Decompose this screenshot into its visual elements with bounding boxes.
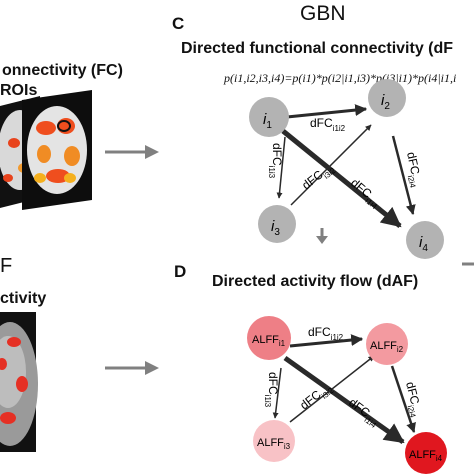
node-d-i1-label: ALFFi1 [252, 334, 286, 348]
node-c-i3 [258, 205, 296, 243]
panel-d-letter: D [174, 262, 187, 281]
node-c-i2-label: i2 [381, 92, 390, 112]
edge-c-i1-i2 [286, 104, 368, 119]
edge-d-i2-i4-label: dFCi2i4 [400, 380, 425, 419]
fc-brain-images [0, 90, 92, 210]
fc-heading-line1: onnectivity (FC) [2, 62, 123, 79]
node-d-i2 [366, 323, 408, 365]
node-d-i2-label: ALFFi2 [370, 340, 404, 354]
edge-d-i3-i2-label: dFCi3i2 [297, 379, 336, 414]
edge-c-i2-i4-label: dFCi2i4 [401, 151, 425, 189]
panel-c-letter: C [172, 14, 185, 33]
edge-d-i1-i4 [283, 355, 405, 445]
edge-d-i1-i3-label: dFCi1i3 [263, 372, 280, 408]
edge-c-i1-i3-label: dFCi1i3 [267, 143, 284, 179]
edge-c-i1-i2-label: dFCi1i2 [310, 116, 346, 133]
edge-d-i1-i3 [272, 367, 282, 419]
fc-heading-line2: ROIs [0, 82, 38, 99]
node-d-i3-label: ALFFi3 [257, 437, 291, 451]
panel-c-title: Directed functional connectivity (dF [181, 40, 454, 57]
edge-d-i1-i2 [289, 334, 364, 348]
node-d-i4-label: ALFFi4 [409, 449, 443, 463]
edge-c-i1-i4 [281, 129, 402, 228]
af-heading-letter: F [0, 255, 13, 277]
node-d-i1 [247, 316, 291, 360]
node-c-i2 [368, 79, 406, 117]
flow-arrow-down [316, 228, 328, 244]
node-c-i1 [249, 97, 289, 137]
edge-d-i2-i4 [390, 365, 416, 433]
node-c-i1-label: i1 [263, 111, 272, 131]
node-d-i3 [253, 420, 295, 462]
af-heading-line: ctivity [0, 290, 47, 307]
gbn-label: GBN [300, 2, 346, 25]
node-c-i4 [406, 221, 444, 259]
edge-c-i3-i2 [290, 124, 372, 206]
edge-c-i2-i4 [391, 135, 416, 215]
node-c-i3-label: i3 [271, 218, 280, 238]
panel-c-formula: p(i1,i2,i3,i4)=p(i1)*p(i2|i1,i3)*p(i3|i1… [224, 71, 457, 85]
arrow-left-to-d [105, 361, 159, 375]
arrow-left-to-c [105, 145, 159, 159]
node-c-i4-label: i4 [419, 234, 428, 254]
node-d-i4 [405, 432, 447, 474]
panel-d-title: Directed activity flow (dAF) [212, 273, 419, 290]
af-brain-image [0, 312, 38, 452]
edge-d-i1-i2-label: dFCi1i2 [308, 325, 344, 342]
edge-c-i1-i3 [276, 136, 286, 199]
